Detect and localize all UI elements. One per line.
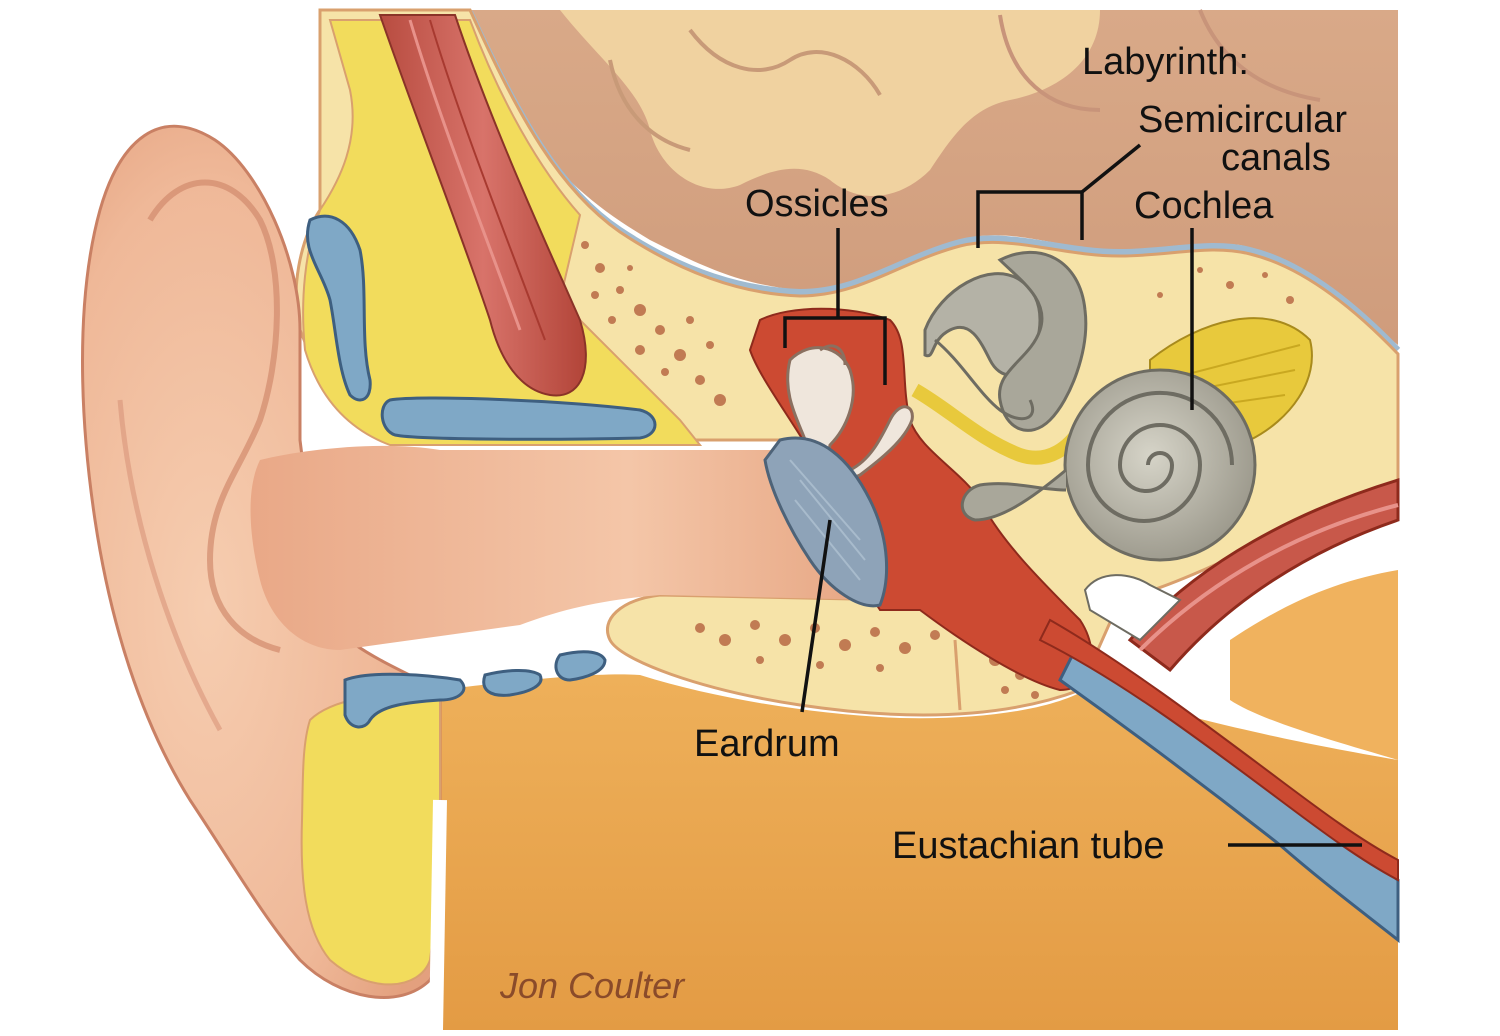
labels: Labyrinth: Semicircular canals Cochlea O… xyxy=(499,41,1347,1006)
cochlea xyxy=(960,368,1257,562)
cochlea-label: Cochlea xyxy=(1134,185,1274,227)
semicircular-label-line1: Semicircular xyxy=(1138,99,1347,141)
eustachian-tube xyxy=(1038,618,1400,944)
semicircular-canals xyxy=(923,250,1088,432)
eardrum-leader xyxy=(800,519,832,713)
leader-lines xyxy=(783,143,1362,847)
semicircular-label-line2: canals xyxy=(1221,137,1331,179)
middle-ear xyxy=(748,307,1093,692)
semicircular-bracket xyxy=(976,190,1084,248)
eustachian-tube-label: Eustachian tube xyxy=(892,825,1165,867)
temporalis-muscle xyxy=(378,14,587,397)
soft-tissue xyxy=(440,570,1398,1030)
brain-region xyxy=(467,9,1401,353)
outer-ear-pinna xyxy=(81,124,880,1031)
labyrinth-label: Labyrinth: xyxy=(1082,41,1249,83)
ossicles-bracket xyxy=(783,316,887,385)
semicircular-leader xyxy=(1080,143,1142,194)
eardrum xyxy=(763,436,888,608)
ossicles-label: Ossicles xyxy=(745,183,889,225)
jugular-bulb xyxy=(1083,574,1182,642)
carotid-artery xyxy=(1127,477,1400,673)
eardrum-label: Eardrum xyxy=(694,723,840,765)
artist-credit: Jon Coulter xyxy=(499,965,686,1006)
